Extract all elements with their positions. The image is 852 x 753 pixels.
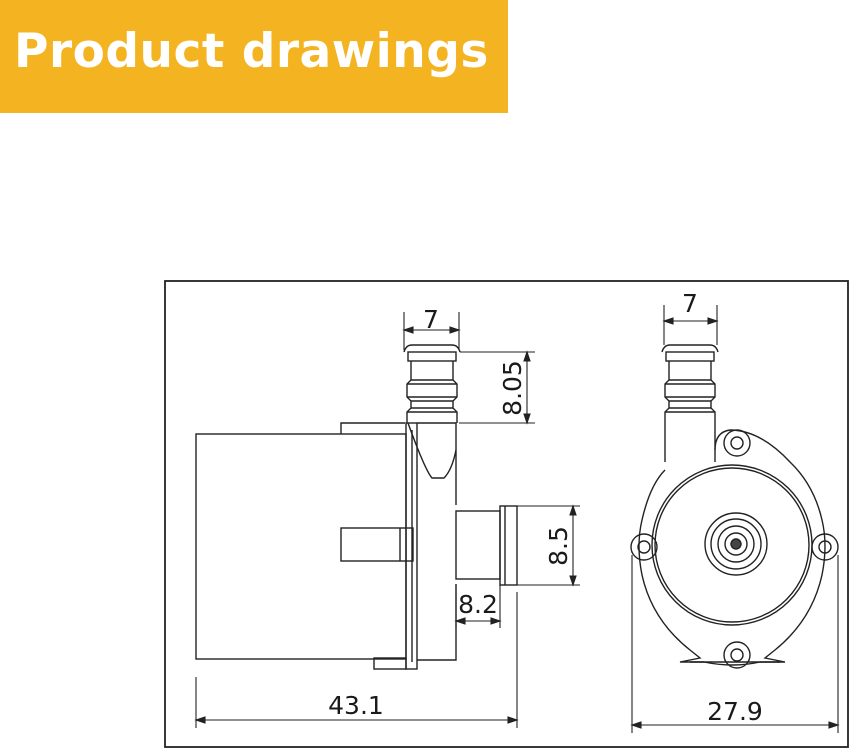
dim-label-front-outlet-width: 7 [682, 289, 698, 318]
hub [704, 512, 768, 576]
dim-label-inlet-length: 8.2 [458, 590, 498, 619]
housing-outline [638, 429, 826, 666]
dim-label-inlet-diameter: 8.5 [544, 526, 573, 566]
dim-label-outlet-height: 8.05 [498, 360, 527, 416]
front-dimensions [630, 305, 840, 733]
top-flange-tab [340, 422, 405, 434]
title-banner: Product drawings [0, 0, 508, 113]
banner-title: Product drawings [14, 24, 489, 79]
mounting-holes [630, 429, 839, 669]
side-outlet-barb [403, 344, 461, 423]
motor-shaft [340, 527, 414, 562]
side-view [195, 344, 518, 670]
side-inlet [455, 505, 518, 586]
front-outlet-barb [661, 344, 719, 462]
outlet-elbow [407, 422, 457, 479]
dim-label-total-length: 43.1 [328, 691, 384, 720]
front-view [630, 344, 839, 669]
side-dimensions [194, 312, 580, 728]
motor-body [195, 433, 407, 660]
dim-label-outlet-width: 7 [423, 305, 439, 334]
front-plate [405, 422, 418, 670]
dim-label-total-width: 27.9 [707, 697, 763, 726]
drawing-frame [164, 280, 849, 748]
pump-housing [417, 422, 457, 661]
